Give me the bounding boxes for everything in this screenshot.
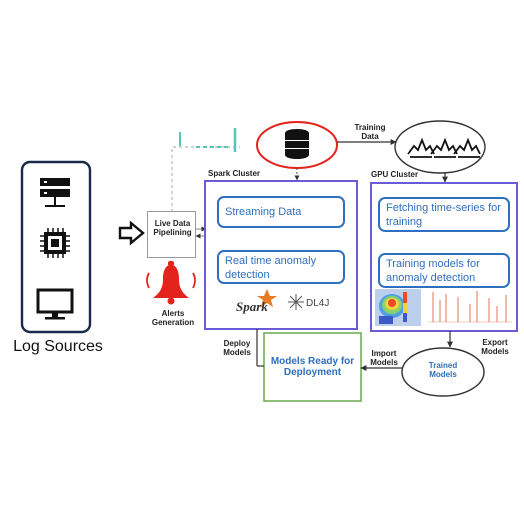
spark-star-icon xyxy=(257,289,277,307)
training-models-box: Training models for anomaly detection xyxy=(378,253,510,288)
spark-logo-text: Spark xyxy=(236,299,268,314)
models-ready-frame xyxy=(263,332,362,402)
waveform-icon xyxy=(407,137,481,158)
hollow-arrow xyxy=(118,220,145,246)
fetching-time-series-box: Fetching time-series for training xyxy=(378,197,510,232)
spark-cluster-title: Spark Cluster xyxy=(208,169,261,178)
realtime-anomaly-detection-box: Real time anomaly detection xyxy=(217,250,345,284)
dl4j-logo-text: DL4J xyxy=(306,298,330,309)
training-data-label: Training Data xyxy=(354,123,386,141)
streaming-data-box: Streaming Data xyxy=(217,196,345,228)
trained-models-ring xyxy=(401,347,485,397)
deploy-models-label: Deploy Models xyxy=(223,339,251,357)
database-icon xyxy=(285,129,309,159)
dl4j-logo-icon xyxy=(288,294,304,310)
import-models-label: Import Models xyxy=(370,349,398,367)
timeseries-thumbnail xyxy=(425,289,514,326)
gpu-cluster-title: GPU Cluster xyxy=(371,170,419,179)
export-models-label: Export Models xyxy=(481,338,509,356)
server-icon xyxy=(40,178,70,207)
models-ready-label: Models Ready for Deployment xyxy=(270,356,355,378)
live-data-pipelining-label: Live Data Pipelining xyxy=(153,219,192,237)
trained-models-label: Trained Models xyxy=(428,361,458,379)
alerts-generation-label: Alerts Generation xyxy=(151,309,195,327)
monitor-icon xyxy=(36,288,74,320)
log-sources-label: Log Sources xyxy=(13,338,103,355)
cpu-chip-icon xyxy=(40,228,70,258)
live-data-pipelining-box xyxy=(147,211,196,258)
spark-cluster-frame xyxy=(204,180,358,330)
heatmap-thumbnail xyxy=(375,289,421,326)
bell-icon xyxy=(146,261,196,305)
gpu-ring xyxy=(394,120,486,174)
gpu-cluster-frame xyxy=(370,182,518,332)
